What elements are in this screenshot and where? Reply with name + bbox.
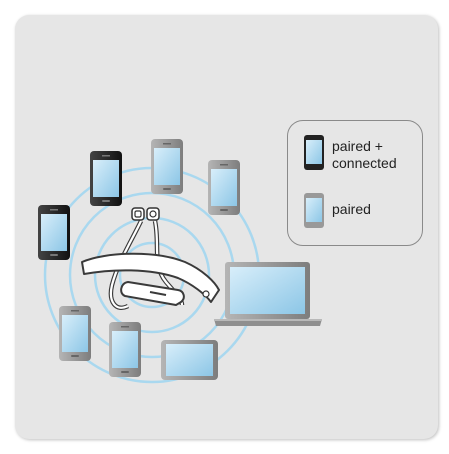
smartphone-icon (208, 160, 240, 215)
tablet-icon (161, 340, 218, 380)
paired-device-swatch (304, 193, 324, 228)
legend: paired + connected paired (287, 120, 423, 246)
legend-paired-label: paired (332, 201, 371, 217)
legend-connected-label: paired + connected (332, 138, 397, 172)
legend-connected-line2: connected (332, 155, 397, 171)
smartphone-icon (90, 151, 122, 206)
legend-connected-line1: paired + (332, 138, 383, 154)
laptop-icon (214, 262, 322, 326)
smartphone-icon (109, 322, 141, 377)
connected-device-swatch (304, 135, 324, 170)
smartphone-icon (59, 306, 91, 361)
neckband-headset-icon (81, 207, 220, 310)
smartphone-icon (151, 139, 183, 194)
smartphone-icon (38, 205, 70, 260)
